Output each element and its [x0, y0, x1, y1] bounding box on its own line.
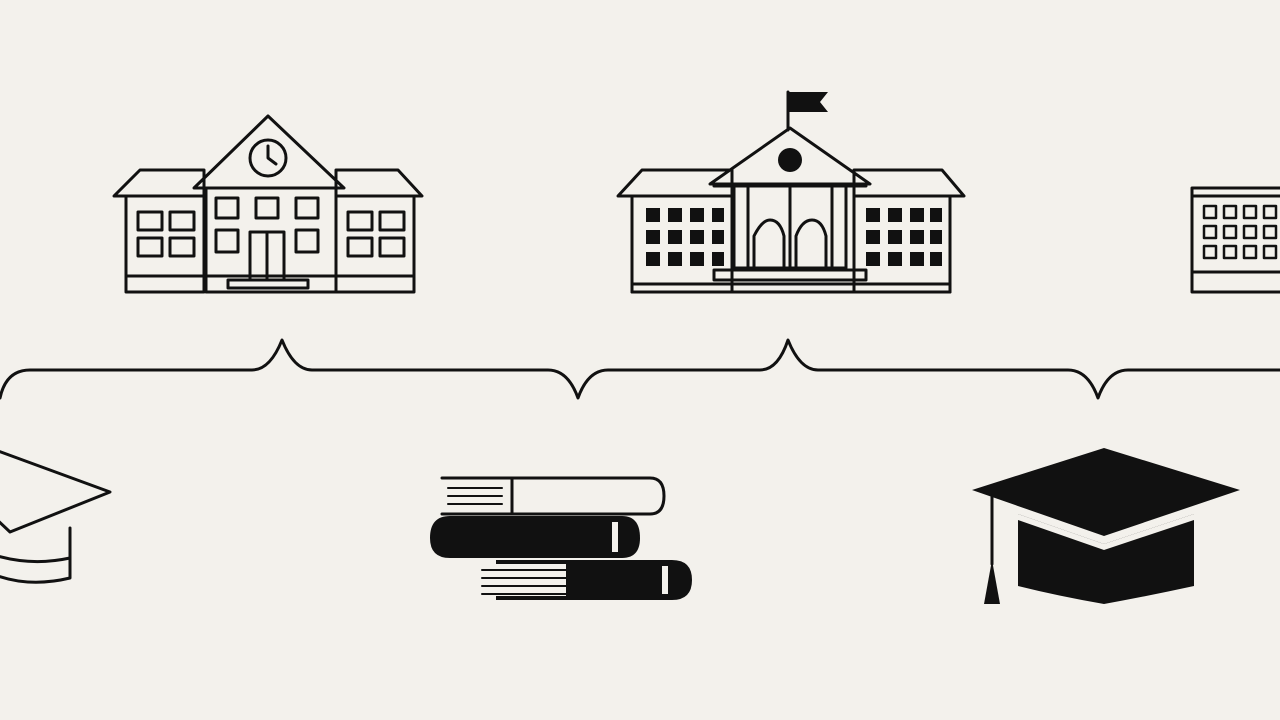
book-stack-icon — [426, 470, 698, 604]
curly-brace-timeline — [0, 330, 1280, 410]
school-building-icon — [108, 112, 428, 298]
university-building-icon — [614, 88, 970, 300]
office-building-icon — [1188, 182, 1280, 298]
graduation-cap-outline-icon — [0, 440, 120, 600]
graduation-cap-filled-icon — [968, 444, 1244, 610]
